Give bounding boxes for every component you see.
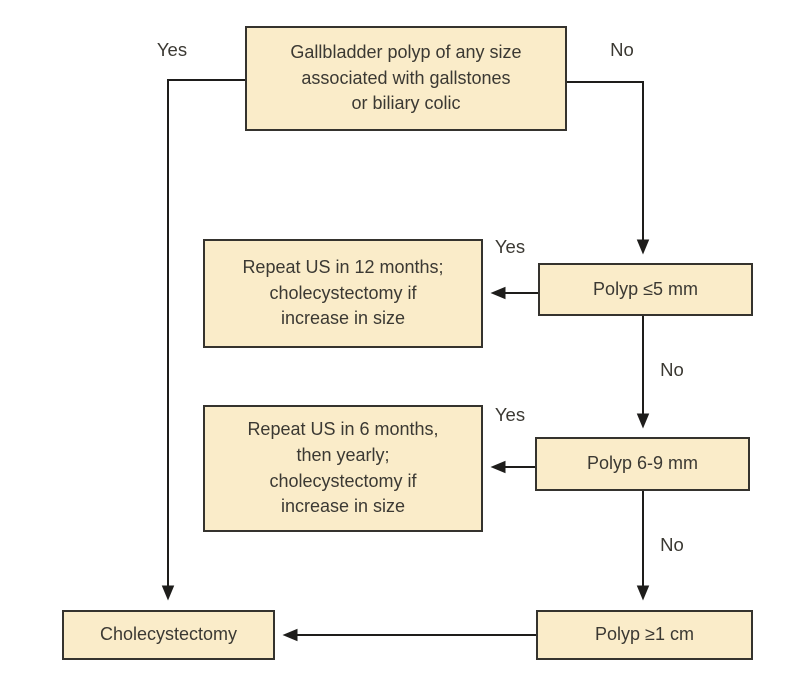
node-repeat-us-6-months: Repeat US in 6 months, then yearly; chol… [203,405,483,532]
edge-root-no [567,81,650,255]
node-polyp-6-9mm: Polyp 6-9 mm [535,437,750,491]
edge-root-yes [161,79,245,601]
node-cholecystectomy: Cholecystectomy [62,610,275,660]
edge-label-mid-no: No [660,534,684,555]
edge-label-le5-no: No [660,359,684,380]
node-polyp-le-5mm: Polyp ≤5 mm [538,263,753,316]
node-polyp-6-9mm-text: Polyp 6-9 mm [586,453,699,474]
edge-label-mid-yes: Yes [494,404,526,425]
edge-label-le5-yes: Yes [494,236,526,257]
edge-label-root-yes: Yes [156,39,188,60]
node-cholecystectomy-text: Cholecystectomy [99,624,238,645]
node-repeat-us-6-text: Repeat US in 6 months, then yearly; chol… [247,419,439,517]
node-repeat-us-12-months: Repeat US in 12 months; cholecystectomy … [203,239,483,348]
node-repeat-us-12-text: Repeat US in 12 months; cholecystectomy … [242,257,444,329]
node-root-gallbladder-polyp: Gallbladder polyp of any size associated… [245,26,567,131]
node-polyp-ge-1cm-text: Polyp ≥1 cm [595,624,694,645]
node-polyp-ge-1cm: Polyp ≥1 cm [536,610,753,660]
node-root-text: Gallbladder polyp of any size associated… [290,42,522,114]
edge-label-root-no: No [610,39,634,60]
node-polyp-le-5mm-text: Polyp ≤5 mm [593,278,698,299]
